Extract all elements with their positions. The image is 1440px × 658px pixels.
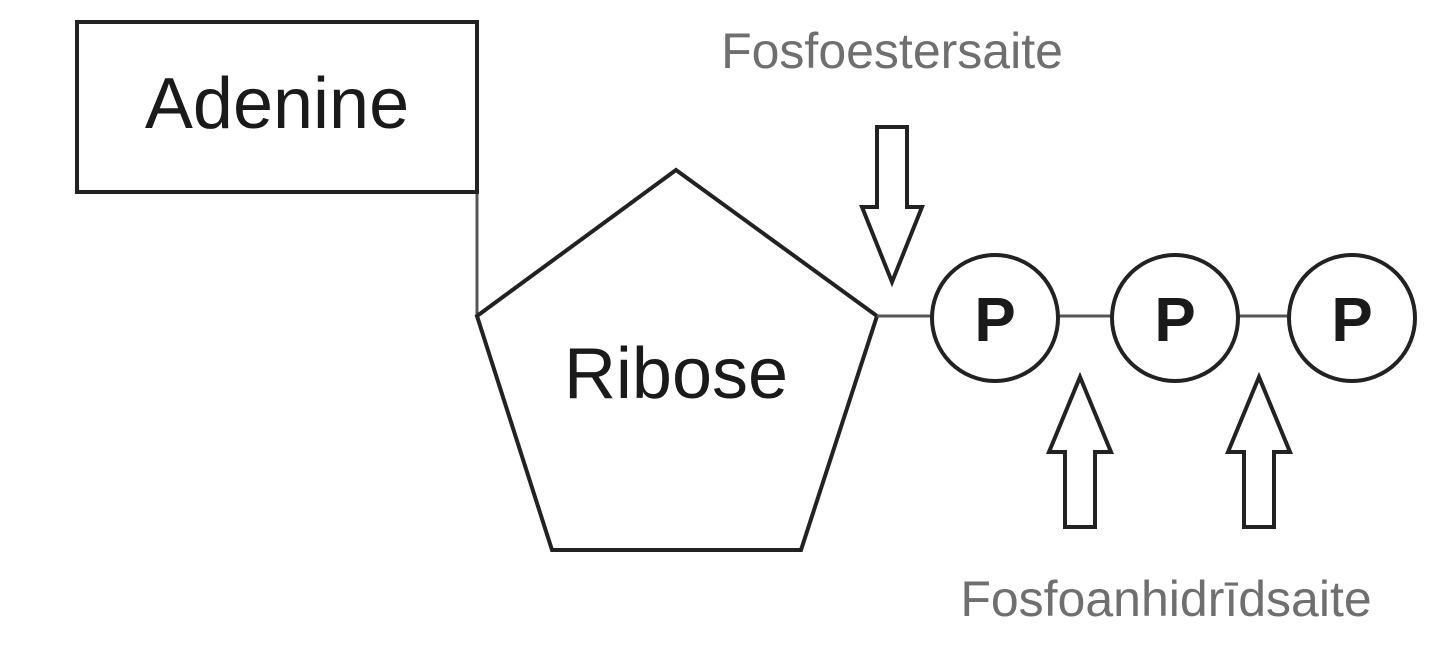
phosphate-label: P <box>974 286 1015 355</box>
phosphate-label: P <box>1154 286 1195 355</box>
anhydride-bond-arrow-icon <box>1225 371 1293 529</box>
adenine-box <box>75 20 479 194</box>
phosphate-2: P <box>1110 253 1240 383</box>
anhydride-bond-arrow-icon <box>1046 371 1114 529</box>
phosphate-1: P <box>930 253 1060 383</box>
phosphate-circle <box>1110 253 1240 383</box>
phosphate-circle <box>1287 253 1417 383</box>
ribose-label: Ribose <box>564 334 788 414</box>
anhydride-bond-label: Fosfoanhidrīdsaite <box>960 571 1371 627</box>
phosphate-circle <box>930 253 1060 383</box>
ribose-pentagon <box>474 167 880 552</box>
adenine-group: Adenine <box>75 20 479 194</box>
phosphate-label: P <box>1331 286 1372 355</box>
ester-bond-label: Fosfoestersaite <box>721 23 1063 79</box>
ribose-group: Ribose <box>474 167 880 552</box>
ester-bond-arrow-icon <box>859 125 925 288</box>
phosphate-3: P <box>1287 253 1417 383</box>
adenine-label: Adenine <box>145 64 409 144</box>
